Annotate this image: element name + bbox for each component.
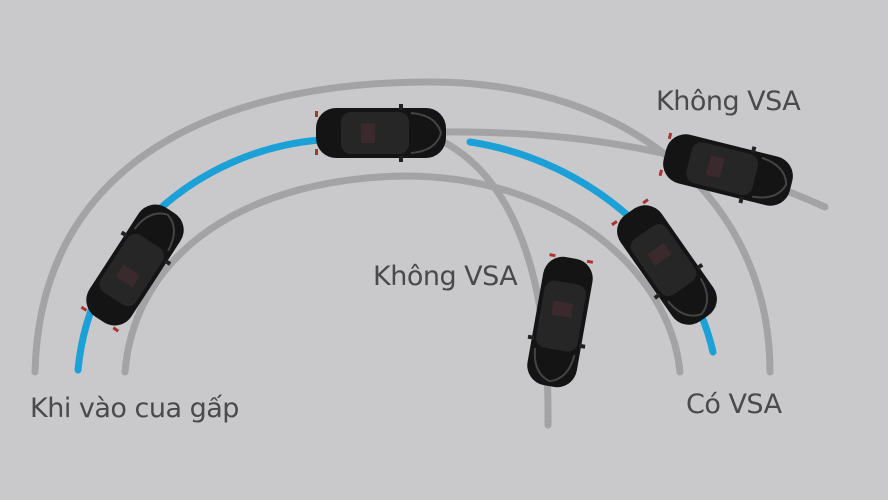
- label-with-vsa: Có VSA: [686, 389, 782, 420]
- label-no-vsa-top: Không VSA: [656, 86, 801, 117]
- inner-track: [121, 172, 684, 376]
- car-apex: [314, 103, 447, 163]
- label-no-vsa-middle: Không VSA: [373, 261, 518, 292]
- outer-track: [31, 78, 774, 376]
- car-no-vsa-top: [655, 124, 800, 215]
- label-entry: Khi vào cua gấp: [30, 393, 239, 424]
